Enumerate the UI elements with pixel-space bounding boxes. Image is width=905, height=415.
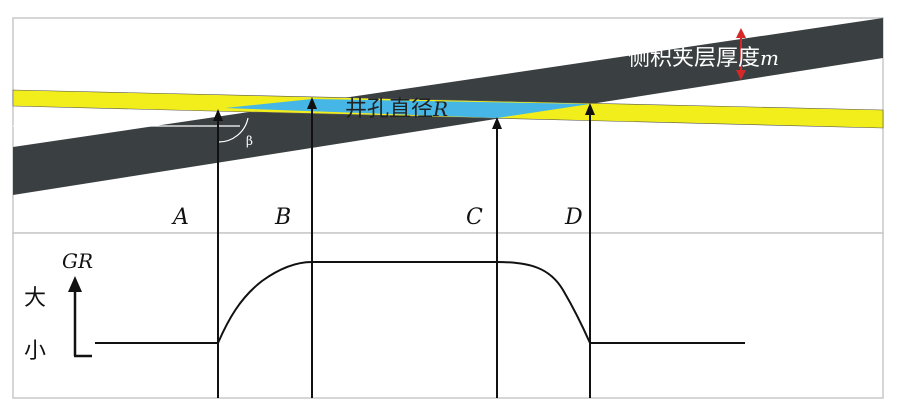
lower-panel-frame [12,232,884,399]
point-a-label: A [171,205,189,230]
arrow-c-head [492,117,502,129]
point-b-label: B [274,205,291,230]
gr-log-curve [95,261,745,344]
theta-arc [53,125,59,139]
layer-thickness-label: 侧积夹层厚度m [628,46,779,71]
arrow-a-head [213,109,223,121]
arrow-d-head [585,103,595,115]
alpha-arc [151,112,157,126]
angle-theta-label: θ [30,126,37,140]
beta-arc [217,117,249,143]
point-c-label: C [466,205,483,230]
angle-beta-label: β [246,134,253,148]
thickness-arrow-head-bottom [736,70,746,80]
borehole-zone [225,99,590,118]
gr-axis-label: GR [62,249,93,273]
arrow-b-head [307,97,317,109]
gr-axis-arrow-head [68,276,82,292]
thickness-arrow-head-top [736,28,746,38]
point-d-label: D [564,205,583,230]
borehole-diameter-label: 井孔直径R [345,97,448,122]
scale-small-label: 小 [24,339,46,364]
scale-large-label: 大 [24,286,46,311]
angle-alpha-label: α [137,112,145,126]
